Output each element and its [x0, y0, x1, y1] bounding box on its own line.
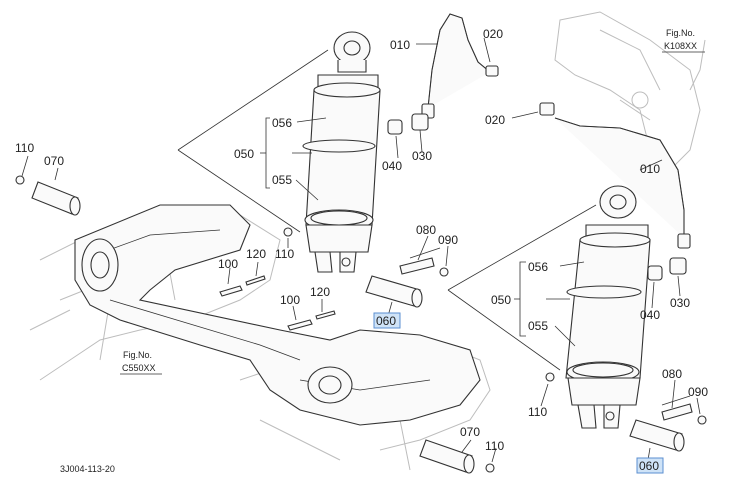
hose-lower — [539, 102, 691, 249]
pin-060-right — [629, 419, 685, 452]
group-brackets — [177, 49, 691, 406]
fig-ref-prefix: Fig.No. — [666, 28, 695, 38]
fig-ref-c550xx[interactable]: Fig.No. C550XX — [120, 350, 162, 375]
part-label[interactable]: 090 — [688, 385, 708, 399]
part-label[interactable]: 110 — [485, 439, 504, 453]
pin-070-left — [31, 181, 81, 216]
part-label[interactable]: 060 — [376, 314, 396, 328]
part-label[interactable]: 030 — [670, 296, 690, 310]
part-label[interactable]: 040 — [640, 308, 660, 322]
part-label[interactable]: 055 — [528, 319, 548, 333]
part-label[interactable]: 070 — [44, 154, 64, 168]
boom-arm — [74, 204, 481, 426]
fig-ref-code[interactable]: C550XX — [122, 363, 156, 373]
cylinder-left — [302, 31, 381, 273]
part-label[interactable]: 120 — [246, 247, 266, 261]
part-label[interactable]: 040 — [382, 159, 402, 173]
roll-pins — [219, 275, 336, 331]
part-label[interactable]: 050 — [491, 293, 511, 307]
part-label[interactable]: 055 — [272, 173, 292, 187]
part-labels: 010 020 056 050 055 040 030 110 070 110 … — [15, 27, 708, 473]
part-label[interactable]: 060 — [639, 459, 659, 473]
part-label[interactable]: 030 — [412, 149, 432, 163]
part-label[interactable]: 100 — [218, 257, 238, 271]
grease-fittings — [15, 175, 555, 473]
part-label[interactable]: 020 — [483, 27, 503, 41]
fig-ref-prefix: Fig.No. — [123, 350, 152, 360]
part-label[interactable]: 110 — [275, 247, 294, 261]
part-label[interactable]: 100 — [280, 293, 300, 307]
highlight-060-right — [636, 457, 664, 474]
part-label[interactable]: 080 — [416, 223, 436, 237]
part-label[interactable]: 120 — [310, 285, 330, 299]
pin-060-left — [365, 275, 423, 308]
part-label[interactable]: 010 — [640, 162, 660, 176]
part-label[interactable]: 056 — [272, 116, 292, 130]
pin-070-right — [419, 439, 475, 474]
part-label[interactable]: 056 — [528, 260, 548, 274]
part-label[interactable]: 020 — [485, 113, 505, 127]
fitting-040-right — [647, 257, 687, 281]
part-label[interactable]: 090 — [438, 233, 458, 247]
fig-ref-k108xx[interactable]: Fig.No. K108XX — [662, 28, 705, 53]
cylinder-right — [565, 185, 651, 429]
part-label[interactable]: 110 — [15, 141, 34, 155]
part-label[interactable]: 110 — [528, 405, 547, 419]
part-label[interactable]: 050 — [234, 147, 254, 161]
part-label[interactable]: 070 — [460, 425, 480, 439]
diagram-id: 3J004-113-20 — [60, 464, 115, 474]
fig-ref-code[interactable]: K108XX — [664, 41, 697, 51]
plate-080-left — [399, 257, 449, 277]
highlight-060-left — [373, 312, 401, 329]
leader-lines — [21, 37, 701, 463]
part-label[interactable]: 010 — [390, 38, 410, 52]
fitting-040-left — [387, 113, 429, 135]
part-label[interactable]: 080 — [662, 367, 682, 381]
plate-080-right — [661, 403, 707, 425]
